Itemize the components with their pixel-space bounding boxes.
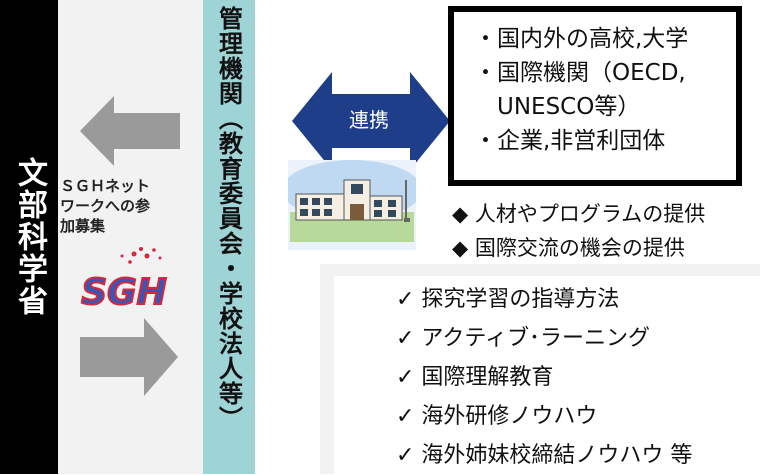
ministry-label: 文部科学省 — [12, 157, 47, 317]
know-how-item: ✓ 探究学習の指導方法 — [396, 287, 620, 312]
provides-list: ◆ 人材やプログラムの提供 ◆ 国際交流の機会の提供 — [452, 197, 705, 265]
know-how-box: ✓ 探究学習の指導方法 ✓ アクティブ･ラーニング ✓ 国際理解教育 ✓ 海外研… — [334, 276, 760, 474]
network-panel — [58, 0, 203, 474]
collaboration-label: 連携 — [349, 108, 389, 132]
know-how-item: ✓ 国際理解教育 — [396, 365, 554, 390]
provides-item: ◆ 国際交流の機会の提供 — [452, 236, 685, 260]
sgh-logo: SGH — [80, 247, 168, 314]
ministry-bar: 文部科学省 — [0, 0, 58, 474]
partner-item: UNESCO等） — [474, 94, 641, 120]
arrow-right-icon — [80, 318, 178, 396]
know-how-item: ✓ アクティブ･ラーニング — [396, 326, 651, 351]
know-how-item: ✓ 海外姉妹校締結ノウハウ 等 — [396, 443, 693, 468]
arrow-left-icon — [80, 96, 180, 166]
provides-item: ◆ 人材やプログラムの提供 — [452, 202, 706, 226]
management-label: 管理機関（教育委員会・学校法人等） — [214, 6, 243, 431]
partner-item: ・国際機関（OECD, — [474, 60, 686, 86]
partner-item: ・企業,非営利団体 — [474, 128, 666, 154]
management-bar: 管理機関（教育委員会・学校法人等） — [203, 0, 255, 474]
sgh-logo-text: SGH — [81, 272, 167, 313]
school-building-icon — [288, 160, 416, 250]
collaboration-arrow-icon — [292, 72, 450, 170]
partners-box: ・国内外の高校,大学 ・国際機関（OECD, UNESCO等） ・企業,非営利団… — [448, 6, 742, 186]
know-how-item: ✓ 海外研修ノウハウ — [396, 404, 598, 429]
recruitment-line: ＳＧＨネット — [60, 177, 151, 195]
partner-item: ・国内外の高校,大学 — [474, 26, 689, 52]
recruitment-line: ワークへの参 — [60, 197, 151, 215]
network-recruitment-text: ＳＧＨネット ワークへの参 加募集 — [60, 176, 196, 236]
recruitment-line: 加募集 — [60, 217, 106, 235]
